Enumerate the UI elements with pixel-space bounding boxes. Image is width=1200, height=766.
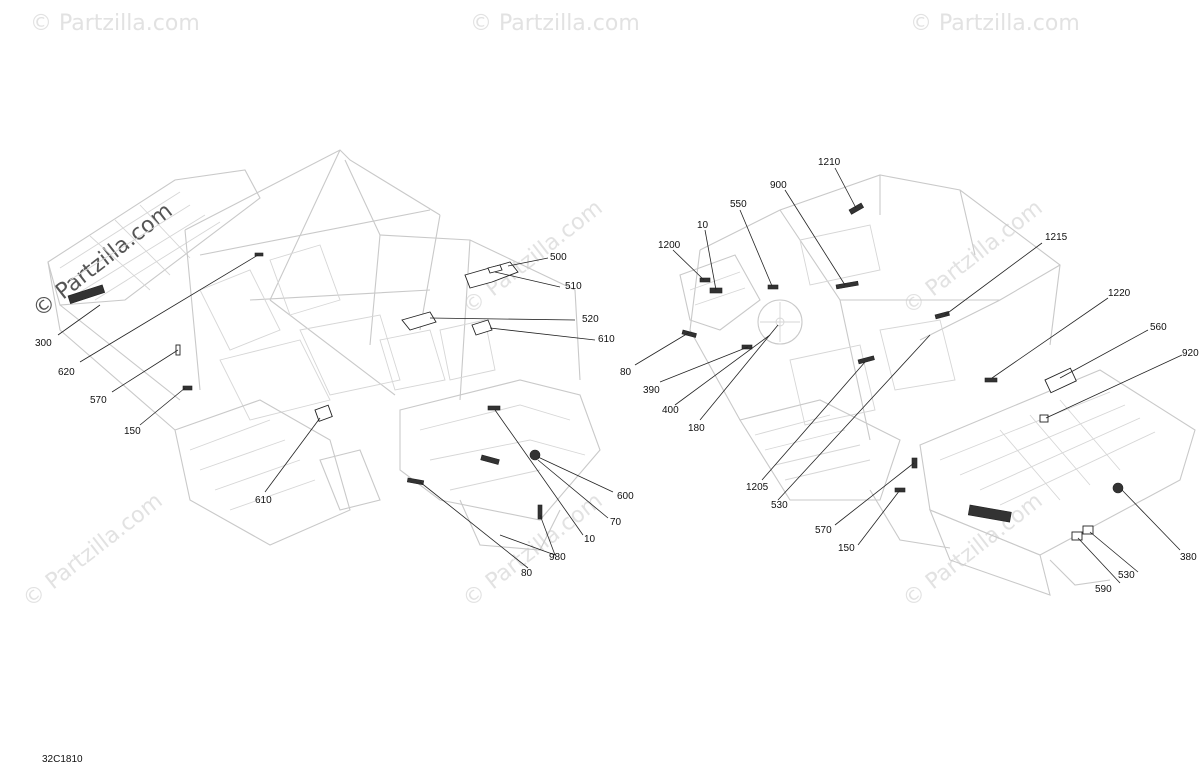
callout-label: 150 [124,426,141,437]
callout-label: 610 [255,495,272,506]
callout-label: 150 [838,543,855,554]
callout-label: 390 [643,385,660,396]
decal-80 [406,477,425,486]
callout-label: 10 [697,220,709,231]
callout-label: 1205 [746,482,769,493]
decal-70 [480,454,500,465]
decal-150 [182,385,193,391]
decal-380 [1112,482,1124,494]
callout-label: 550 [730,199,747,210]
decal-600 [529,449,541,461]
callout-label: 1210 [818,157,841,168]
watermark-layer: © Partzilla.com © Partzilla.com © Partzi… [18,11,1079,613]
decal-1215 [934,311,950,320]
decal-brand-tailgate [967,504,1012,523]
decal-80-right [681,329,697,338]
left-callouts: 300 620 570 150 610 500 510 520 610 600 … [35,252,634,579]
decal-1210 [848,202,865,215]
callout-label: 1220 [1108,288,1131,299]
decal-560 [1044,367,1077,394]
callout-label: 80 [620,367,632,378]
right-vehicle-illustration [679,174,1196,596]
callout-label: 510 [565,281,582,292]
callout-label: 620 [58,367,75,378]
decal-510 [487,264,503,274]
decal-620 [254,252,264,257]
diagram-code: 32C1810 [42,754,83,765]
decal-920 [1039,414,1049,423]
callout-label: 920 [1182,348,1199,359]
decal-10 [487,405,501,411]
callout-label: 900 [770,180,787,191]
decal-500 [464,261,519,289]
callout-label: 1215 [1045,232,1068,243]
decal-980 [537,504,543,520]
callout-label: 80 [521,568,533,579]
watermark: © Partzilla.com [18,489,167,613]
callout-label: 380 [1180,552,1197,563]
decal-570-right [911,457,918,469]
decal-1220 [984,377,998,383]
watermark: © Partzilla.com [458,196,607,320]
callout-label: 570 [90,395,107,406]
left-vehicle-illustration [47,149,601,551]
callout-label: 530 [771,500,788,511]
callout-label: 400 [662,405,679,416]
callout-label: 520 [582,314,599,325]
decal-520 [401,311,437,331]
callout-label: 590 [1095,584,1112,595]
callout-label: 610 [598,334,615,345]
decal-610-left [314,404,333,422]
decal-590 [1071,531,1083,541]
callout-label: 600 [617,491,634,502]
decal-300 [67,284,106,304]
watermark: © Partzilla.com [30,11,200,36]
decal-530-right [1082,525,1094,535]
callout-label: 180 [688,423,705,434]
watermark: © Partzilla.com [470,11,640,36]
watermark: © Partzilla.com [910,11,1080,36]
decal-1200 [699,277,711,283]
callout-label: 530 [1118,570,1135,581]
right-leader-lines [634,167,1183,584]
decal-610-right [471,319,493,336]
callout-label: 570 [815,525,832,536]
callout-label: 300 [35,338,52,349]
decal-900 [835,280,859,290]
callout-label: 560 [1150,322,1167,333]
callout-label: 980 [549,552,566,563]
callout-label: 500 [550,252,567,263]
right-vehicle-decals [681,202,1124,541]
callout-label: 70 [610,517,622,528]
decal-550 [767,284,779,290]
left-leader-lines [57,254,614,569]
watermark: © Partzilla.com [898,196,1047,320]
callout-label: 1200 [658,240,681,251]
right-callouts: 1210 900 550 10 1200 1215 1220 560 920 8… [620,157,1199,595]
callout-label: 10 [584,534,596,545]
decal-1205 [857,355,875,365]
watermark: © Partzilla.com [458,489,607,613]
